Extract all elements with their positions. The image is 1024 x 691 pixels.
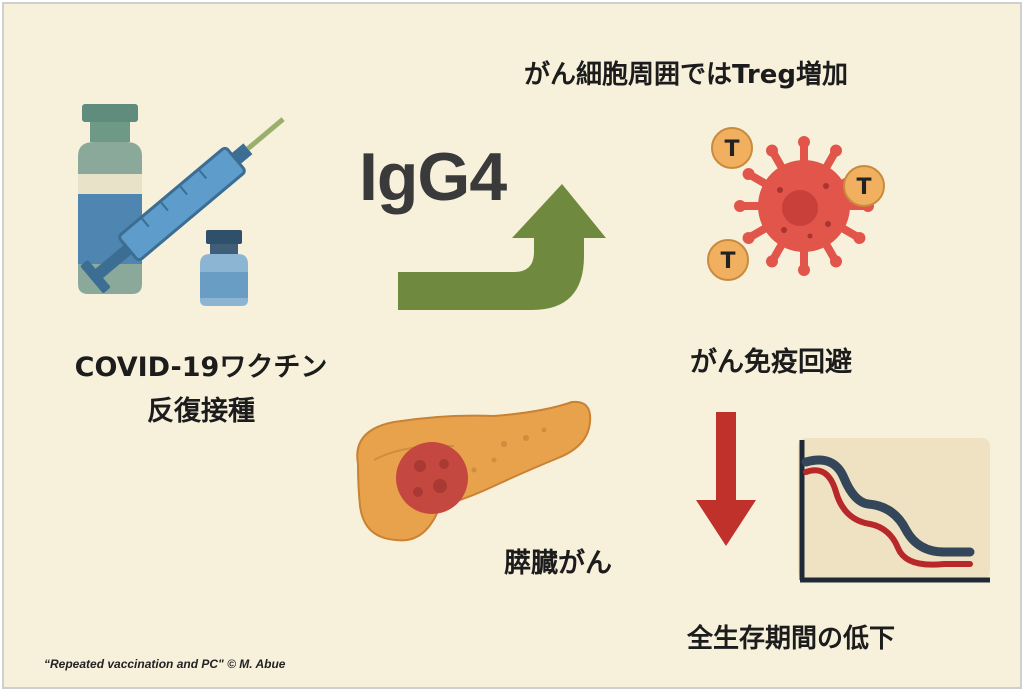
survival-decrease-label: 全生存期間の低下 [687,624,896,654]
vaccine-caption-line1: COVID-19ワクチン [74,352,328,383]
t-cell-letter: T [856,175,871,200]
t-cell-icon: T [843,165,885,207]
vaccine-caption-line2: 反復接種 [147,396,255,427]
t-cell-letter: T [720,249,735,274]
down-arrow-icon [696,412,756,546]
cancer-cell-with-t-cells-icon: T T T [707,127,885,281]
treg-increase-label: がん細胞周囲ではTreg増加 [524,60,848,90]
survival-curve-icon [798,438,990,583]
curved-up-arrow-icon [398,184,606,310]
immune-evasion-label: がん免疫回避 [690,347,852,378]
t-cell-icon: T [707,239,749,281]
credit-text: “Repeated vaccination and PC" © M. Abue [44,657,286,671]
vaccine-vial-syringe-icon [78,104,285,306]
pancreas-with-tumor-icon [356,400,592,542]
vaccine-caption: COVID-19ワクチン 反復接種 [36,346,366,434]
t-cell-icon: T [711,127,753,169]
igg4-label: IgG4 [359,139,507,215]
pancreatic-cancer-label: 膵臓がん [504,548,612,579]
t-cell-letter: T [724,137,739,162]
